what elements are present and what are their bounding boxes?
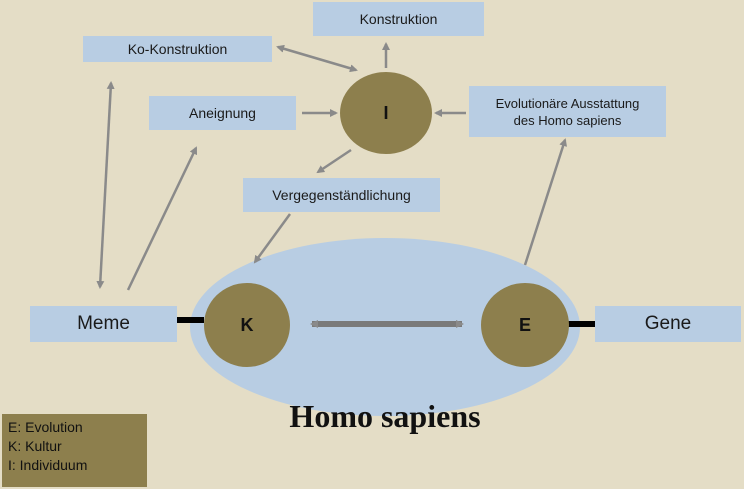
- legend-item-evolution: E: Evolution: [8, 419, 83, 435]
- arrow-meme-ko-konstruktion: [96, 81, 115, 289]
- konstruktion-box: Konstruktion: [313, 2, 484, 36]
- aneignung-box: Aneignung: [149, 96, 296, 130]
- meme-box: Meme: [30, 306, 177, 342]
- legend-item-individuum: I: Individuum: [8, 457, 88, 473]
- node-evolution: E: [481, 283, 569, 367]
- ausstattung-line-2: des Homo sapiens: [513, 112, 622, 128]
- homo-sapiens-title: Homo sapiens: [289, 398, 481, 434]
- vergegenstaendlichung-box: Vergegenständlichung: [243, 178, 440, 212]
- arrow-vergegenstaendlichung-to-k: [253, 213, 292, 264]
- node-individuum: I: [340, 72, 432, 154]
- ausstattung-line-1: Evolutionäre Ausstattung: [495, 95, 640, 111]
- node-kultur: K: [204, 283, 290, 367]
- arrow-i-to-vergegenstaendlichung: [316, 148, 352, 174]
- arrow-meme-to-aneignung: [126, 146, 198, 291]
- gene-box: Gene: [595, 306, 741, 342]
- arrow-e-to-ausstattung: [523, 138, 567, 266]
- legend-item-kultur: K: Kultur: [8, 438, 62, 454]
- ko-konstruktion-box: Ko-Konstruktion: [83, 36, 272, 62]
- arrow-i-ko-konstruktion: [276, 44, 358, 73]
- legend: E: Evolution K: Kultur I: Individuum: [2, 414, 147, 487]
- evolutionaere-ausstattung-box: Evolutionäre Ausstattung des Homo sapien…: [469, 86, 666, 137]
